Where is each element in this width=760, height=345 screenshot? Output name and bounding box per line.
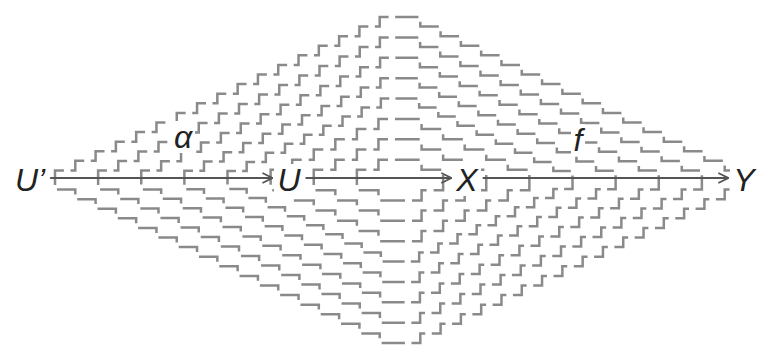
math-object: U’ — [12, 164, 48, 196]
pattern-ring — [271, 119, 530, 241]
arrow-label: f — [571, 124, 586, 156]
object-symbol: X — [456, 164, 477, 196]
morphism-arrow — [50, 177, 272, 179]
math-object: U — [274, 164, 303, 196]
morphism-arrow — [306, 177, 452, 179]
object-symbol: U — [277, 164, 300, 196]
arrow-label: α — [171, 121, 195, 153]
pattern-ring — [55, 17, 745, 343]
math-object: Y — [730, 164, 757, 196]
morphism-arrow — [483, 177, 729, 179]
pattern-ring — [184, 78, 615, 282]
pattern-ring — [228, 99, 573, 262]
object-symbol: Y — [733, 164, 754, 196]
object-symbol: U’ — [15, 164, 45, 196]
math-object: X — [453, 164, 480, 196]
pattern-ring — [314, 139, 487, 221]
pattern-ring — [357, 160, 443, 201]
pattern-ring — [98, 37, 702, 322]
